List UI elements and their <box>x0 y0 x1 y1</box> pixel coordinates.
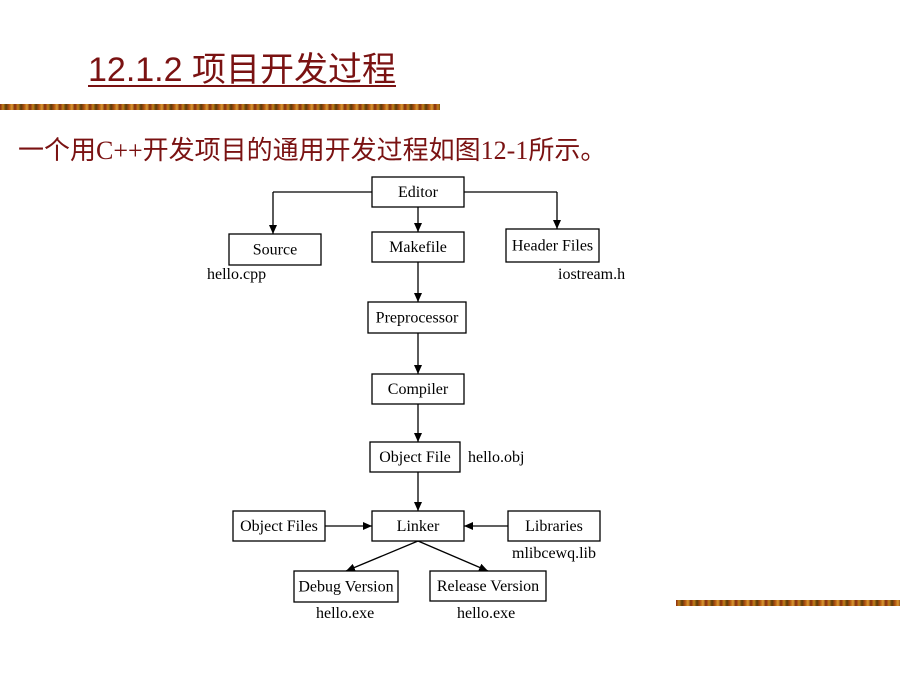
node-box-debug <box>293 570 399 603</box>
node-box-release <box>429 570 547 602</box>
node-source: Source <box>228 233 322 266</box>
note-objfile: hello.obj <box>468 449 524 466</box>
title-divider <box>0 104 440 110</box>
node-box-objfiles <box>232 510 326 542</box>
node-label-linker: Linker <box>397 518 440 535</box>
slide-title: 12.1.2 项目开发过程 <box>88 51 396 89</box>
note-source: hello.cpp <box>207 266 266 283</box>
flow-edges <box>269 191 561 572</box>
edge-linker-to-debug <box>345 540 419 572</box>
node-debug: Debug Version <box>293 570 399 603</box>
note-debug: hello.exe <box>316 605 374 622</box>
node-compiler: Compiler <box>371 373 465 405</box>
node-label-header: Header Files <box>512 238 593 255</box>
node-objfile: Object File <box>369 441 461 473</box>
node-header: Header Files <box>505 228 600 263</box>
node-box-libraries <box>507 510 601 542</box>
node-box-editor <box>371 176 465 208</box>
node-box-linker <box>371 510 465 542</box>
node-libraries: Libraries <box>507 510 601 542</box>
file-notes: hello.cpp iostream.h hello.obj mlibcewq.lib… <box>207 266 625 622</box>
node-release: Release Version <box>429 570 547 602</box>
edge-linker-to-release <box>417 540 489 572</box>
node-label-source: Source <box>253 242 297 259</box>
node-box-objfile <box>369 441 461 473</box>
node-editor: Editor <box>371 176 465 208</box>
node-label-editor: Editor <box>398 184 439 201</box>
node-preprocessor: Preprocessor <box>367 301 467 334</box>
node-box-header <box>505 228 600 263</box>
node-box-compiler <box>371 373 465 405</box>
node-box-source <box>228 233 322 266</box>
node-label-objfile: Object File <box>379 449 451 466</box>
node-label-debug: Debug Version <box>298 579 393 596</box>
note-libraries: mlibcewq.lib <box>512 545 596 562</box>
node-label-release: Release Version <box>437 578 539 595</box>
note-release: hello.exe <box>457 605 515 622</box>
bottom-divider <box>676 600 900 606</box>
node-linker: Linker <box>371 510 465 542</box>
node-label-compiler: Compiler <box>388 381 449 398</box>
node-box-preprocessor <box>367 301 467 334</box>
node-label-preprocessor: Preprocessor <box>376 310 459 327</box>
note-header: iostream.h <box>558 266 625 283</box>
slide-subtitle: 一个用C++开发项目的通用开发过程如图12-1所示。 <box>18 136 607 165</box>
node-label-makefile: Makefile <box>389 239 447 256</box>
node-label-objfiles: Object Files <box>240 518 318 535</box>
node-makefile: Makefile <box>371 231 465 263</box>
node-box-makefile <box>371 231 465 263</box>
node-objfiles: Object Files <box>232 510 326 542</box>
node-label-libraries: Libraries <box>525 518 583 535</box>
